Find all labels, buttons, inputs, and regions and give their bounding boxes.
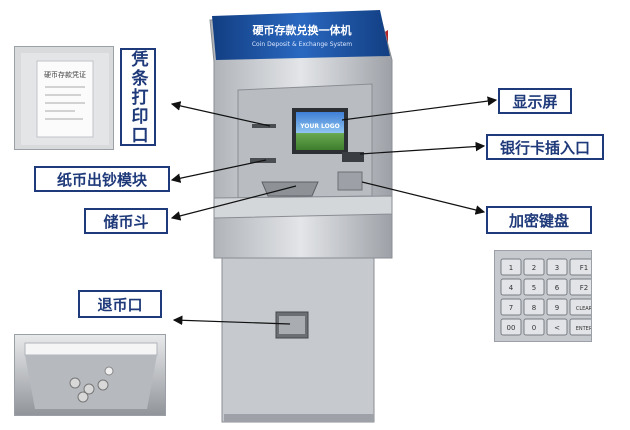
coin-return-photo-art [15,335,165,415]
banner-title: 硬币存款兑换一体机 [253,23,352,37]
keypad-key-label: F2 [580,284,588,292]
keypad-key-label: 6 [555,284,560,292]
card-slot [342,152,364,162]
keypad-key-label: < [554,324,560,332]
arrow-receipt-printer [170,101,271,127]
label-coin-hopper: 储币斗 [84,208,168,234]
arrow-coin-hopper [170,185,297,221]
keypad-key [546,258,568,276]
label-keypad: 加密键盘 [486,206,592,234]
arrow-display [341,96,498,121]
keypad-key [546,278,568,296]
arrow-banknote-dispenser [170,159,267,183]
receipt-photo-art: 硬币存款凭证 [15,47,113,149]
receipt-photo-text: 硬币存款凭证 [44,70,86,79]
counter-ledge [213,195,393,219]
label-display: 显示屏 [498,88,572,114]
receipt-photo: 硬币存款凭证 [14,46,114,150]
keypad-key [523,258,545,276]
keypad-key-label: 2 [532,264,536,272]
keypad-key [569,298,591,316]
keypad-key-label: 7 [509,304,513,312]
machine-banner [212,10,390,60]
arrow-card-slot [359,141,486,155]
keypad-key-label: ENTER [576,326,592,332]
machine-lower-cabinet [221,257,375,423]
keypad-key-label: 8 [532,304,536,312]
screen-text: YOUR LOGO [299,123,340,130]
keypad-key-label: CLEAR [576,306,592,312]
label-coin-return: 退币口 [78,290,162,318]
keypad-key [500,258,522,276]
keypad-key [500,278,522,296]
label-receipt-printer: 凭条打印口 [120,48,156,146]
keypad-key-label: F1 [580,264,588,272]
keypad-key-label: 3 [555,264,559,272]
banner-subtitle: Coin Deposit & Exchange System [252,41,352,48]
coin-return-photo [14,334,166,416]
keypad-key-label: 4 [509,284,514,292]
keypad-key [523,298,545,316]
receipt-slot [252,124,276,128]
keypad-key-label: 9 [555,304,559,312]
keypad-key [546,318,568,336]
keypad-key [569,278,591,296]
keypad-key [569,318,591,336]
arrow-coin-return [172,315,291,326]
label-card-slot: 银行卡插入口 [486,134,604,160]
coin-hopper [261,181,319,197]
coin-return-inner [279,316,305,334]
keypad-key-label: 00 [507,324,516,332]
machine-base [224,414,374,422]
label-banknote-dispenser: 纸币出钞模块 [34,166,170,192]
screen [296,112,344,150]
arrow-keypad [361,181,486,215]
keypad-key [523,278,545,296]
keypad-key [523,318,545,336]
keypad-key [500,298,522,316]
keypad-key-label: 0 [532,324,536,332]
keypad-key [500,318,522,336]
keypad-key [569,258,591,276]
keypad-key [546,298,568,316]
machine-keypad [337,171,363,191]
keypad-key-label: 5 [532,284,536,292]
keypad-key-label: 1 [509,264,513,272]
